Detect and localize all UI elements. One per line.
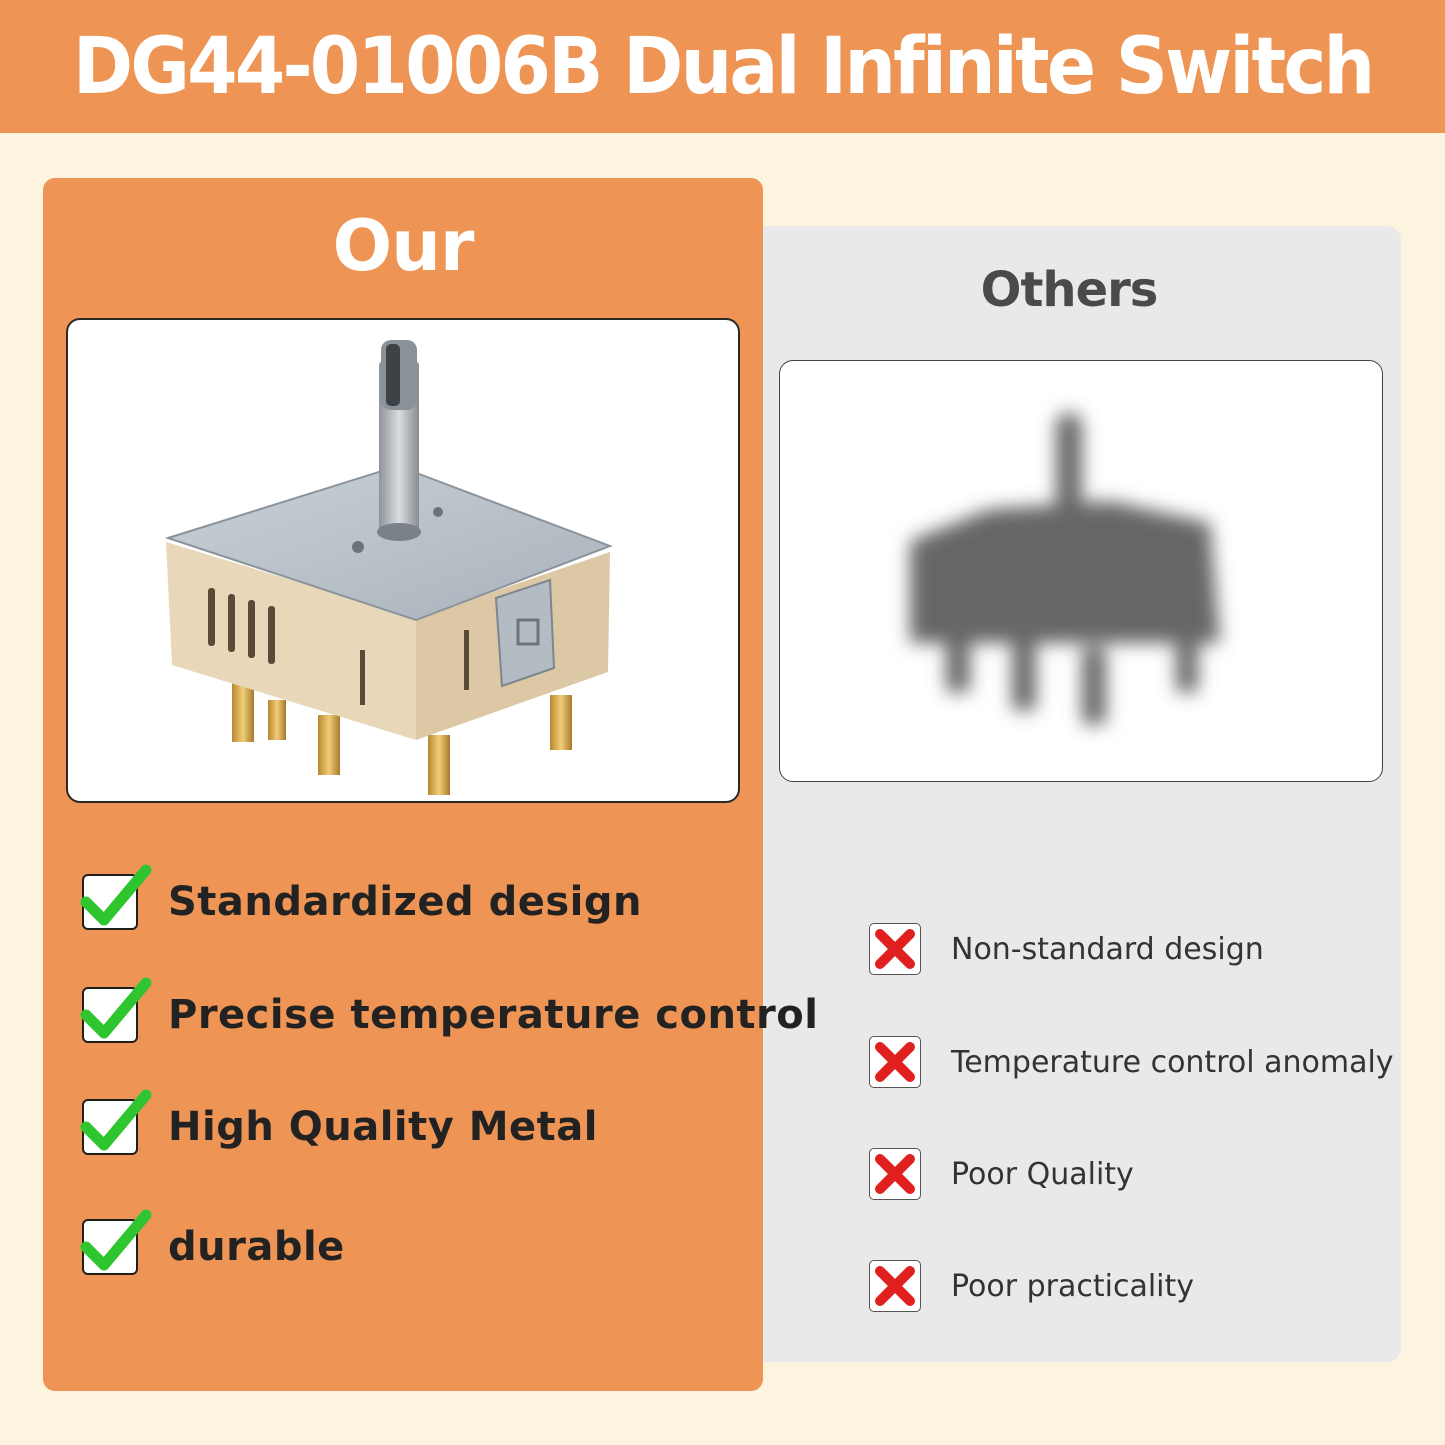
switch-product-image [164, 340, 613, 795]
feature-label: High Quality Metal [168, 1104, 598, 1150]
header-banner: DG44-01006B Dual Infinite Switch [0, 0, 1445, 133]
others-title: Others [980, 262, 1159, 318]
drawback-item: Poor Quality [869, 1148, 1134, 1200]
drawback-label: Poor Quality [951, 1156, 1134, 1192]
checkbox [80, 1209, 152, 1275]
check-icon [80, 1089, 152, 1151]
others-product-image-frame [779, 360, 1383, 782]
cross-icon [875, 1154, 915, 1194]
crossbox [869, 923, 921, 975]
page-title: DG44-01006B Dual Infinite Switch [72, 21, 1375, 112]
feature-label: Standardized design [168, 879, 642, 925]
crossbox [869, 1260, 921, 1312]
feature-item: Standardized design [80, 864, 642, 930]
feature-item: durable [80, 1209, 345, 1275]
blurred-switch-image [910, 413, 1220, 725]
feature-item: High Quality Metal [80, 1089, 598, 1155]
cross-icon [875, 1042, 915, 1082]
check-icon [80, 977, 152, 1039]
check-icon [80, 1209, 152, 1271]
drawback-label: Poor practicality [951, 1268, 1195, 1304]
drawback-item: Temperature control anomaly [869, 1036, 1394, 1088]
feature-item: Precise temperature control [80, 977, 819, 1043]
our-product-image-frame [66, 318, 740, 803]
checkbox [80, 864, 152, 930]
drawback-label: Temperature control anomaly [951, 1044, 1394, 1080]
checkbox [80, 1089, 152, 1155]
drawback-item: Poor practicality [869, 1260, 1194, 1312]
feature-label: durable [168, 1224, 345, 1270]
feature-label: Precise temperature control [168, 992, 819, 1038]
checkbox [80, 977, 152, 1043]
cross-icon [875, 1266, 915, 1306]
crossbox [869, 1036, 921, 1088]
check-icon [80, 864, 152, 926]
our-title: Our [332, 205, 475, 287]
drawback-item: Non-standard design [869, 923, 1264, 975]
drawback-label: Non-standard design [951, 931, 1264, 967]
crossbox [869, 1148, 921, 1200]
cross-icon [875, 929, 915, 969]
